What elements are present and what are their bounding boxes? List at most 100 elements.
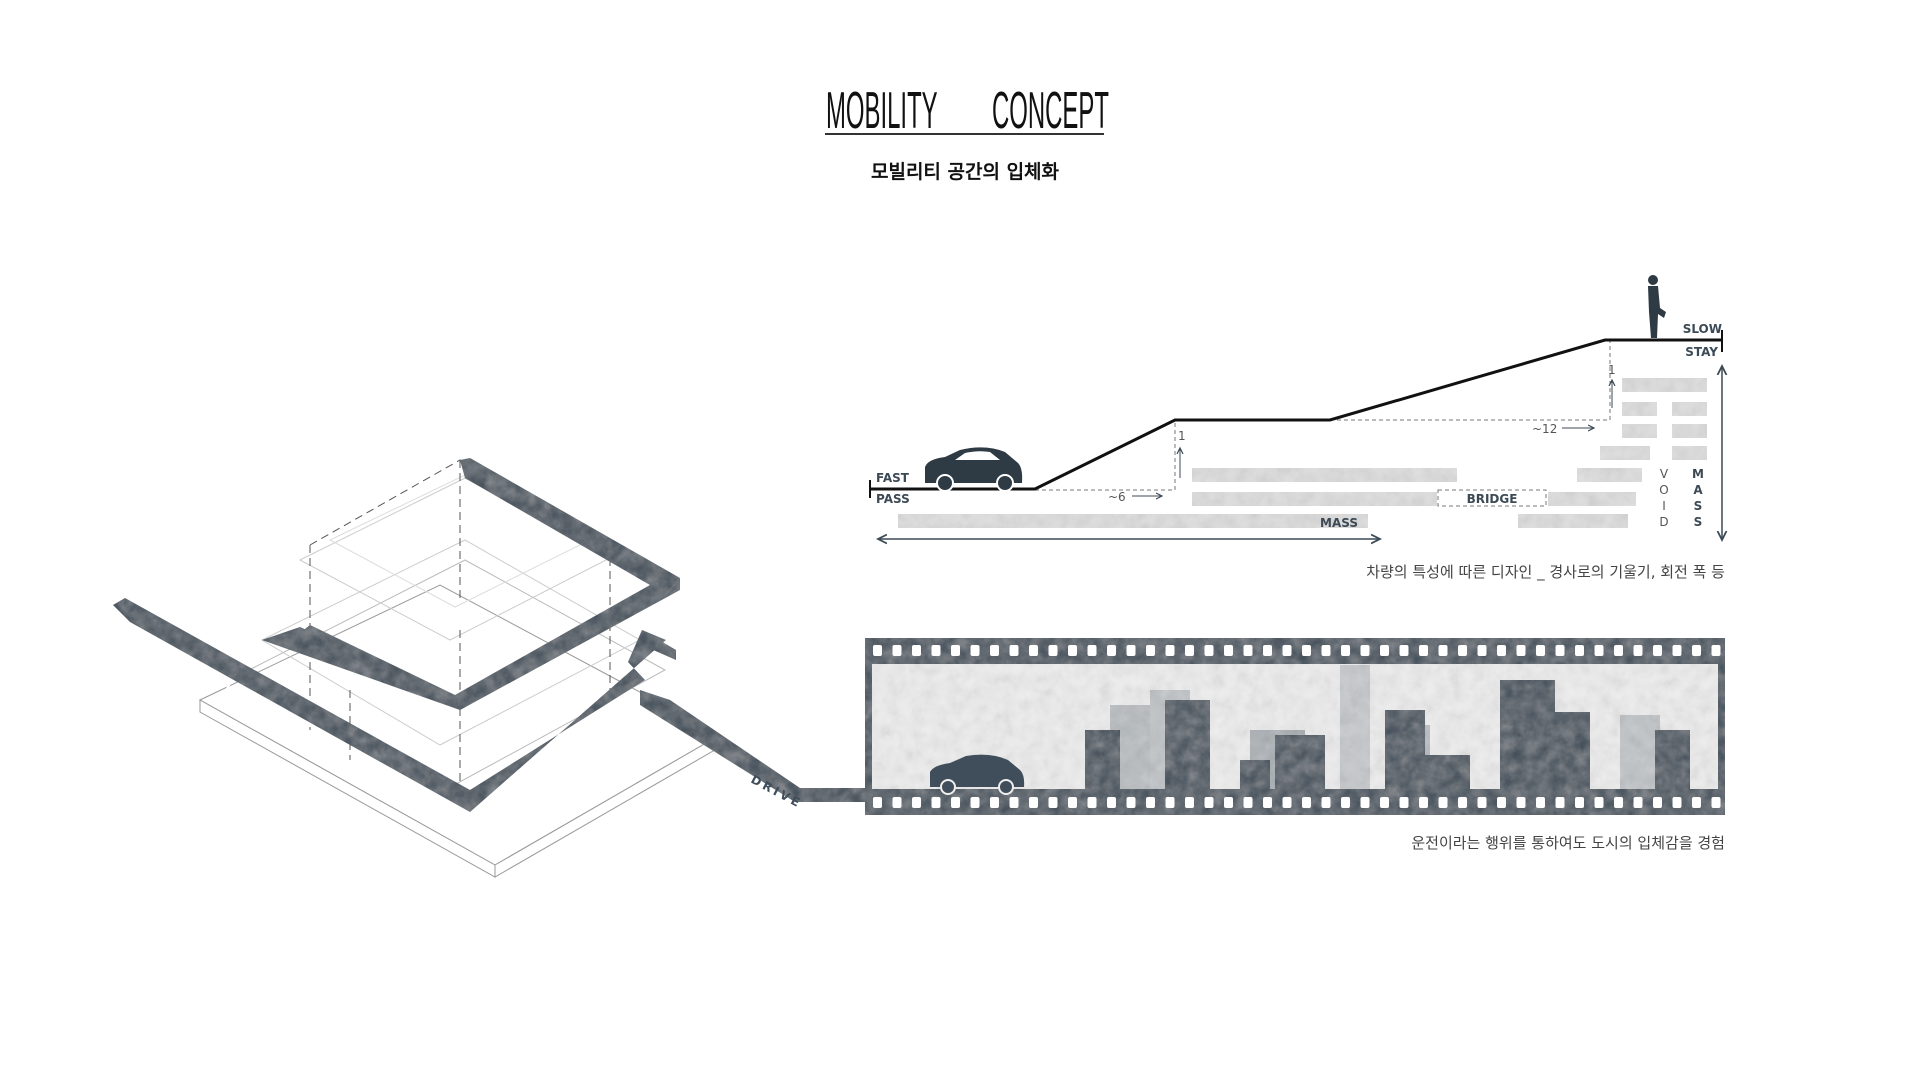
- svg-text:V: V: [1660, 467, 1669, 481]
- slope-run-low: ~6: [1108, 490, 1126, 504]
- film-sprocket-hole: [1594, 797, 1604, 808]
- film-sprocket-hole: [1263, 645, 1272, 656]
- film-sprocket-hole: [931, 797, 941, 808]
- film-sprocket-hole: [931, 645, 941, 656]
- film-sprocket-hole: [1692, 797, 1701, 808]
- film-sprocket-hole: [1672, 645, 1682, 656]
- film-sprocket-hole: [1068, 797, 1077, 808]
- film-sprocket-hole: [1146, 645, 1155, 656]
- film-sprocket-hole: [990, 645, 999, 656]
- film-sprocket-hole: [1302, 797, 1311, 808]
- film-sprocket-hole: [951, 797, 960, 808]
- film-sprocket-hole: [1711, 645, 1721, 656]
- film-sprocket-hole: [1243, 797, 1253, 808]
- film-sprocket-hole: [1263, 797, 1272, 808]
- film-sprocket-hole: [1594, 645, 1604, 656]
- film-caption: 운전이라는 행위를 통하여도 도시의 입체감을 경험: [1411, 834, 1725, 852]
- film-sprocket-hole: [1165, 645, 1175, 656]
- svg-text:D: D: [1659, 515, 1668, 529]
- svg-text:S: S: [1694, 499, 1703, 513]
- film-sprocket-hole: [1282, 797, 1292, 808]
- slope-rise-high: 1: [1608, 363, 1616, 377]
- film-sprocket-hole: [1614, 797, 1623, 808]
- film-sprocket-hole: [1614, 645, 1623, 656]
- film-sprocket-hole: [1692, 645, 1701, 656]
- film-sprocket-hole: [892, 645, 902, 656]
- film-sprocket-hole: [1438, 797, 1448, 808]
- film-sprocket-hole: [1380, 797, 1389, 808]
- film-sprocket-hole: [1146, 797, 1155, 808]
- film-sprocket-hole: [1419, 645, 1428, 656]
- film-sprocket-hole: [1243, 645, 1253, 656]
- film-sprocket-hole: [1516, 645, 1526, 656]
- film-sprocket-hole: [1477, 797, 1487, 808]
- label-slow: SLOW: [1683, 322, 1722, 336]
- label-mass: MASS: [1320, 516, 1358, 530]
- car-icon-film: [930, 754, 1025, 795]
- film-sprocket-hole: [1224, 645, 1233, 656]
- film-sprocket-hole: [1399, 797, 1409, 808]
- film-sprocket-hole: [1458, 645, 1467, 656]
- film-sprocket-hole: [1321, 645, 1331, 656]
- svg-text:I: I: [1662, 499, 1666, 513]
- film-sprocket-hole: [1107, 797, 1116, 808]
- film-sprocket-hole: [1575, 797, 1584, 808]
- film-sprocket-hole: [1341, 797, 1350, 808]
- label-stay: STAY: [1685, 345, 1718, 359]
- film-sprocket-hole: [892, 797, 902, 808]
- label-pass: PASS: [876, 492, 910, 506]
- film-sprocket-hole: [1204, 645, 1214, 656]
- person-icon: [1648, 275, 1666, 338]
- film-sprocket-hole: [1477, 645, 1487, 656]
- film-strip-cityscape: 운전이라는 행위를 통하여도 도시의 입체감을 경험: [865, 638, 1725, 852]
- film-sprocket-hole: [951, 645, 960, 656]
- film-sprocket-hole: [1536, 797, 1545, 808]
- film-sprocket-hole: [912, 797, 921, 808]
- film-sprocket-hole: [1458, 797, 1467, 808]
- film-sprocket-hole: [1009, 797, 1019, 808]
- slope-rise-low: 1: [1178, 429, 1186, 443]
- mass-bars: [898, 378, 1707, 528]
- film-sprocket-hole: [912, 645, 921, 656]
- film-sprocket-hole: [1204, 797, 1214, 808]
- slope-run-high: ~12: [1532, 422, 1557, 436]
- film-sprocket-hole: [1711, 797, 1721, 808]
- title-concept: CONCEPT: [992, 80, 1109, 139]
- axonometric-drive-diagram: DRIVE_CULCTURE DRIVE DRIVE: [113, 458, 866, 878]
- film-sprocket-hole: [1048, 645, 1058, 656]
- film-sprocket-hole: [1419, 797, 1428, 808]
- label-bridge: BRIDGE: [1467, 492, 1518, 506]
- film-sprocket-hole: [1048, 797, 1058, 808]
- film-sprocket-hole: [1165, 797, 1175, 808]
- film-sprocket-hole: [1438, 645, 1448, 656]
- film-sprocket-hole: [1380, 645, 1389, 656]
- film-sprocket-hole: [970, 797, 980, 808]
- film-sprocket-hole: [1653, 797, 1662, 808]
- film-sprocket-hole: [873, 797, 882, 808]
- film-sprocket-hole: [1575, 645, 1584, 656]
- film-sprocket-hole: [1087, 797, 1097, 808]
- title-mobility: MOBILITY: [826, 80, 938, 139]
- void-label: V O I D: [1659, 467, 1669, 529]
- film-sprocket-hole: [1009, 645, 1019, 656]
- film-sprocket-hole: [1516, 797, 1526, 808]
- car-icon: [925, 447, 1023, 492]
- film-sprocket-hole: [1029, 645, 1038, 656]
- film-sprocket-hole: [1653, 645, 1662, 656]
- svg-text:O: O: [1659, 483, 1668, 497]
- film-sprocket-hole: [1555, 645, 1565, 656]
- film-sprocket-hole: [1360, 797, 1370, 808]
- film-sprocket-hole: [1302, 645, 1311, 656]
- film-sprocket-hole: [990, 797, 999, 808]
- city-buildings: [1085, 665, 1690, 789]
- film-sprocket-hole: [1399, 645, 1409, 656]
- film-sprocket-hole: [1633, 797, 1643, 808]
- film-sprocket-hole: [1497, 645, 1506, 656]
- film-sprocket-hole: [1360, 645, 1370, 656]
- film-sprocket-hole: [1282, 645, 1292, 656]
- film-sprocket-hole: [1497, 797, 1506, 808]
- mass-vertical-label: M A S S: [1692, 467, 1704, 529]
- label-fast: FAST: [876, 471, 910, 485]
- film-sprocket-hole: [1126, 645, 1136, 656]
